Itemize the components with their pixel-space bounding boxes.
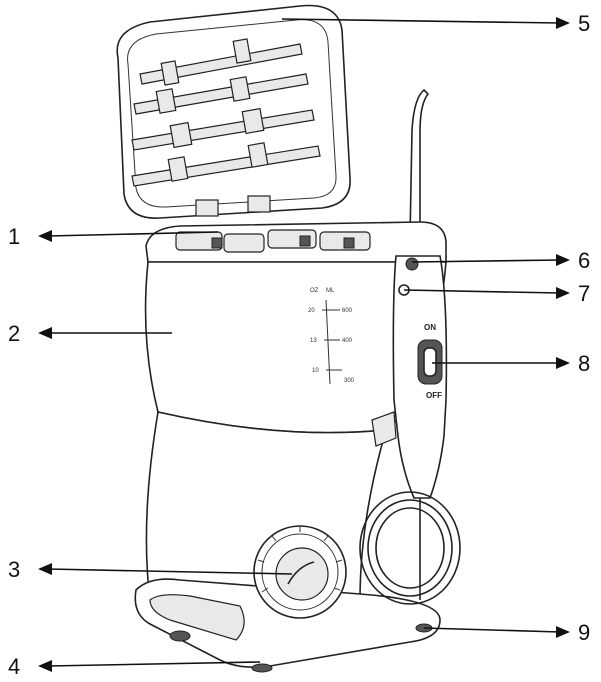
callout-number: 6 xyxy=(578,248,590,273)
scale-ml-header: ML xyxy=(326,288,335,294)
reservoir-tip-compartment xyxy=(175,229,371,253)
scale-oz-mark: 20 xyxy=(308,308,315,314)
scale-oz-mark: 13 xyxy=(310,338,317,344)
callout-number: 1 xyxy=(8,224,20,249)
pressure-dial xyxy=(253,525,347,619)
scale-oz-header: OZ xyxy=(310,288,319,294)
scale-oz-mark: 10 xyxy=(312,368,319,374)
callout-2: 2 xyxy=(8,321,172,346)
callout-number: 2 xyxy=(8,321,20,346)
callout-number: 8 xyxy=(578,351,590,376)
callout-number: 5 xyxy=(578,11,590,36)
scale-ml-mark: 300 xyxy=(344,378,355,384)
scale-ml-mark: 400 xyxy=(342,338,353,344)
callout-4: 4 xyxy=(8,654,261,679)
tip-storage-lid xyxy=(116,4,351,219)
callout-number: 7 xyxy=(578,281,590,306)
switch-off-label: OFF xyxy=(426,391,442,400)
scale-ml-mark: 600 xyxy=(342,308,353,314)
callout-3: 3 xyxy=(8,557,293,582)
callout-8: 8 xyxy=(432,351,590,376)
callout-6: 6 xyxy=(411,248,590,273)
callout-7: 7 xyxy=(403,281,590,306)
callout-number: 3 xyxy=(8,557,20,582)
switch-on-label: ON xyxy=(424,323,436,332)
callout-number: 9 xyxy=(578,620,590,645)
water-reservoir: OZ ML 20 13 10 600 400 300 xyxy=(144,221,447,434)
callout-1: 1 xyxy=(8,224,219,249)
coiled-hose xyxy=(359,491,461,605)
volume-scale: OZ ML 20 13 10 600 400 300 xyxy=(308,288,355,385)
flosser-handle: ON OFF xyxy=(371,255,448,499)
callout-9: 9 xyxy=(423,620,590,645)
base xyxy=(134,578,441,673)
stored-tips xyxy=(131,38,321,187)
callout-5: 5 xyxy=(281,11,590,36)
callouts: 1 2 3 4 5 6 xyxy=(8,11,590,679)
callout-number: 4 xyxy=(8,654,20,679)
